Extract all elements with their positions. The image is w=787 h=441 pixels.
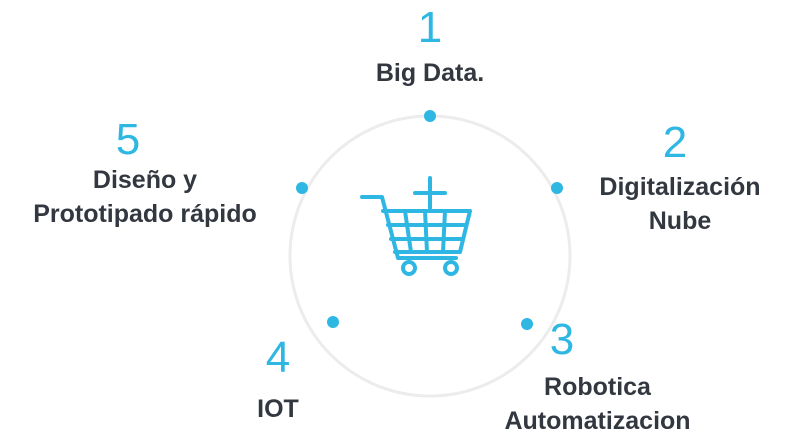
step-4-number: 4 bbox=[265, 333, 291, 382]
step-3-number: 3 bbox=[549, 315, 575, 364]
shopping-cart-add-icon bbox=[360, 176, 472, 276]
step-5-label: Diseño y Prototipado rápido bbox=[0, 163, 290, 231]
step-2-number: 2 bbox=[662, 118, 688, 167]
step-2-label-line-1: Digitalización bbox=[599, 173, 761, 201]
step-3-label-line-2: Automatizacion bbox=[504, 407, 691, 435]
step-1-label-line-1: Big Data. bbox=[375, 59, 485, 87]
step-2-label-line-2: Nube bbox=[648, 207, 712, 235]
node-dot-2 bbox=[551, 182, 563, 194]
step-3-label: Robotica Automatizacion bbox=[470, 370, 725, 438]
step-1-label: Big Data. bbox=[300, 56, 560, 90]
step-5-number: 5 bbox=[115, 115, 141, 164]
step-4-label-line-1: IOT bbox=[257, 395, 299, 423]
node-dot-1 bbox=[424, 110, 436, 122]
step-3-label-line-1: Robotica bbox=[544, 373, 651, 401]
node-dot-3 bbox=[521, 318, 533, 330]
step-5-label-line-1: Diseño y bbox=[92, 166, 198, 194]
step-2-label: Digitalización Nube bbox=[575, 170, 785, 238]
node-dot-5 bbox=[296, 182, 308, 194]
step-1-number: 1 bbox=[417, 3, 443, 52]
step-5-label-line-2: Prototipado rápido bbox=[33, 200, 257, 228]
node-dot-4 bbox=[327, 316, 339, 328]
step-4-label: IOT bbox=[198, 392, 358, 426]
